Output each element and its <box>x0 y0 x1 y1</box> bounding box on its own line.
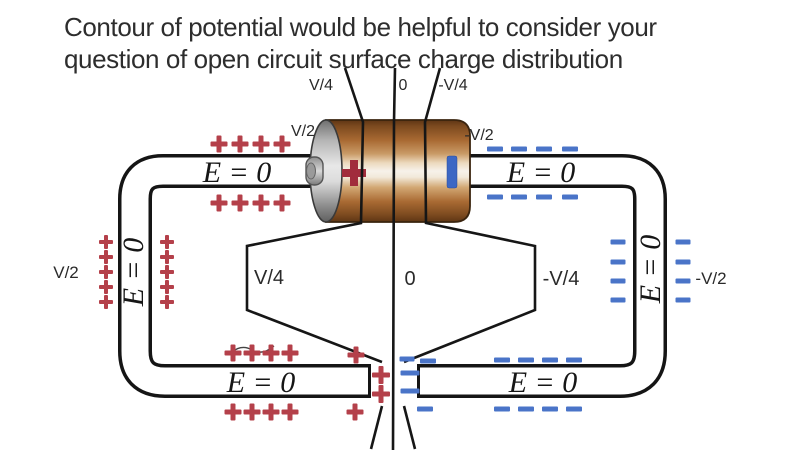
negative-charge-mark <box>610 259 626 265</box>
positive-charge-mark <box>230 344 236 362</box>
positive-charge-mark <box>104 295 108 309</box>
e-zero-top-left: E = 0 <box>202 156 272 189</box>
positive-charge-mark <box>237 194 243 212</box>
negative-charge-mark <box>400 388 420 394</box>
negative-charge-mark <box>518 357 534 363</box>
e-zero-bottom-right: E = 0 <box>508 366 578 399</box>
contour-minus-quarter-below-gap <box>402 405 417 450</box>
positive-charge-mark <box>104 250 108 264</box>
positive-charge-mark <box>237 135 243 153</box>
negative-charge-mark <box>610 297 626 303</box>
positive-charge-mark <box>279 194 285 212</box>
negative-charge-mark <box>542 357 558 363</box>
negative-charge-mark <box>610 239 626 245</box>
positive-charge-mark <box>165 235 169 249</box>
positive-charge-mark <box>216 194 222 212</box>
e-field-labels: E = 0 E = 0 E = 0 E = 0 E = 0 E = 0 <box>117 156 667 399</box>
left-wire-loop <box>118 154 371 398</box>
positive-charge-mark <box>165 280 169 294</box>
e-zero-bottom-left: E = 0 <box>226 366 296 399</box>
surface-charges-layer <box>99 135 691 421</box>
positive-charge-mark <box>287 403 293 421</box>
battery-plus-icon <box>342 160 366 186</box>
positive-charge-mark <box>104 265 108 279</box>
positive-charge-mark <box>165 265 169 279</box>
positive-charge-mark <box>249 403 255 421</box>
title-line-2: question of open circuit surface charge … <box>64 44 623 74</box>
label-top-v2: V/2 <box>291 123 315 140</box>
positive-charge-mark <box>249 344 255 362</box>
positive-charge-mark <box>165 250 169 264</box>
page-title: Contour of potential would be helpful to… <box>64 11 657 75</box>
negative-charge-mark <box>487 146 503 152</box>
positive-charge-mark <box>353 346 359 364</box>
positive-charge-mark <box>230 403 236 421</box>
equipotential-contours <box>231 67 537 450</box>
negative-charge-mark <box>675 259 691 265</box>
negative-charge-mark <box>562 194 578 200</box>
contour-zero <box>391 67 397 450</box>
positive-charge-mark <box>268 344 274 362</box>
contour-plus-quarter <box>245 67 383 364</box>
battery <box>305 119 471 223</box>
negative-charge-mark <box>542 406 558 412</box>
positive-charge-mark <box>104 280 108 294</box>
negative-charge-mark <box>536 194 552 200</box>
contour-plus-quarter-below-gap <box>369 405 384 450</box>
negative-charge-mark <box>494 357 510 363</box>
positive-charge-mark <box>104 235 108 249</box>
positive-charge-mark <box>268 403 274 421</box>
negative-charge-mark <box>562 146 578 152</box>
potential-labels: V/4 0 -V/4 V/2 -V/2 V/4 0 -V/4 V/2 -V/2 <box>53 77 726 290</box>
negative-charge-mark <box>675 239 691 245</box>
negative-charge-mark <box>400 370 420 376</box>
positive-charge-mark <box>352 403 358 421</box>
negative-charge-mark <box>675 278 691 284</box>
label-mid-zero: 0 <box>404 268 415 290</box>
positive-charge-mark <box>258 135 264 153</box>
label-left-v2: V/2 <box>53 263 79 282</box>
negative-charge-mark <box>566 406 582 412</box>
negative-charge-mark <box>487 194 503 200</box>
positive-charge-mark <box>279 135 285 153</box>
title-line-1: Contour of potential would be helpful to… <box>64 12 657 42</box>
label-top-v4: V/4 <box>309 77 333 94</box>
label-mid-v4: V/4 <box>254 267 284 289</box>
contour-minus-quarter <box>403 67 537 364</box>
negative-charge-mark <box>675 297 691 303</box>
negative-charge-mark <box>420 358 436 364</box>
positive-charge-mark <box>378 366 384 384</box>
negative-charge-mark <box>536 146 552 152</box>
negative-charge-mark <box>518 406 534 412</box>
label-top-neg-v4: -V/4 <box>438 77 467 94</box>
positive-charge-mark <box>216 135 222 153</box>
label-top-neg-v2: -V/2 <box>464 127 493 144</box>
positive-charge-mark <box>287 344 293 362</box>
positive-charge-mark <box>378 385 384 403</box>
label-top-zero: 0 <box>399 77 408 94</box>
positive-charge-mark <box>165 295 169 309</box>
negative-charge-mark <box>417 406 433 412</box>
label-right-neg-v2: -V/2 <box>695 269 726 288</box>
negative-charge-mark <box>511 146 527 152</box>
positive-charge-mark <box>258 194 264 212</box>
negative-charge-mark <box>494 406 510 412</box>
negative-charge-mark <box>610 278 626 284</box>
label-mid-neg-v4: -V/4 <box>543 268 580 290</box>
e-zero-top-right: E = 0 <box>506 156 576 189</box>
battery-terminal-hole <box>306 162 316 180</box>
e-zero-right-vertical: E = 0 <box>634 235 667 305</box>
negative-charge-mark <box>399 356 415 362</box>
e-zero-left-vertical: E = 0 <box>117 238 150 308</box>
battery-minus-bar-icon <box>446 155 458 189</box>
negative-charge-mark <box>566 357 582 363</box>
negative-charge-mark <box>511 194 527 200</box>
